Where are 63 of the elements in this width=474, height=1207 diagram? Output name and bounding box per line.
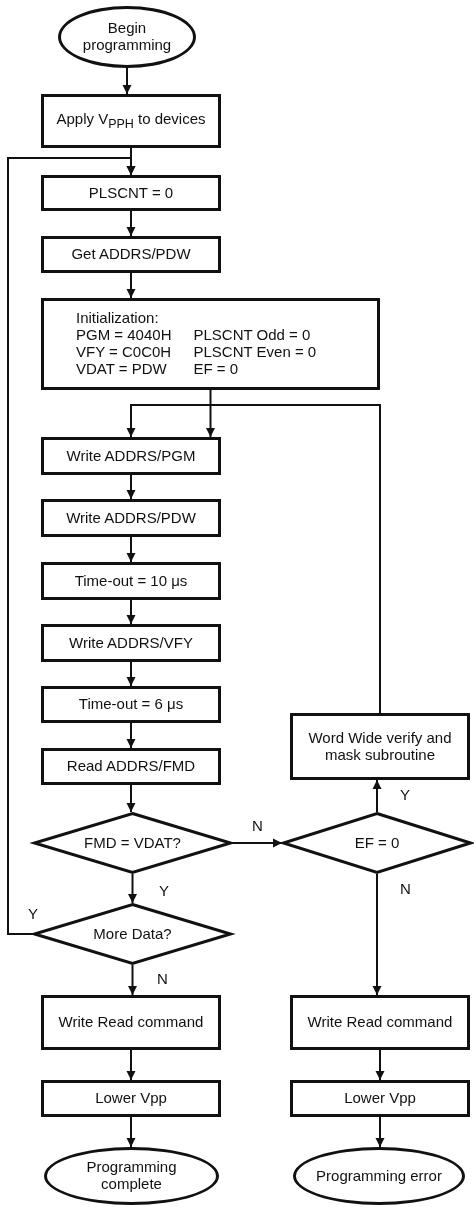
arrow: [126, 536, 136, 563]
process-box: [41, 236, 221, 273]
arrow: [126, 661, 136, 687]
arrow: [128, 964, 137, 996]
node-text: Programming complete: [85, 1159, 178, 1193]
arrow: [372, 779, 382, 813]
arrow: [126, 599, 136, 625]
arrow: [126, 404, 381, 714]
arrow: [206, 389, 215, 438]
node-text: Lower Vpp: [95, 1090, 167, 1107]
process-box: [41, 175, 221, 211]
node-text: VFY = C0C0H: [76, 344, 172, 361]
process-box: [41, 298, 380, 390]
node-text: Write Read command: [58, 1014, 204, 1031]
process-box: [290, 995, 470, 1050]
process-box: [41, 686, 221, 723]
process-box: [41, 499, 221, 537]
node-text: PGM = 4040H: [76, 327, 172, 344]
arrow: [126, 722, 136, 749]
process-box: [41, 437, 221, 475]
process-box: [41, 624, 221, 662]
node-text: Begin programming: [81, 20, 173, 54]
node-text: Write ADDRS/VFY: [69, 634, 193, 652]
arrow: [126, 210, 136, 237]
node-text: PLSCNT Even = 0: [193, 344, 317, 361]
arrow: [126, 1049, 136, 1081]
node-text: FMD = VDAT?: [84, 834, 181, 852]
arrow: [126, 1116, 136, 1148]
node-text: Programming error: [316, 1167, 442, 1185]
node-text: Write ADDRS/PGM: [66, 447, 196, 465]
arrow: [122, 67, 132, 95]
node-text: Write ADDRS/PDW: [66, 509, 196, 527]
arrow: [126, 272, 136, 299]
node-text: Write Read command: [307, 1014, 453, 1031]
arrow: [231, 838, 283, 848]
node-text: VDAT = PDW: [76, 360, 168, 378]
node-text: Read ADDRS/FMD: [66, 758, 196, 775]
node-text: Word Wide verify and mask subroutine: [307, 729, 453, 764]
arrow: [126, 784, 136, 813]
node-text: Lower Vpp: [344, 1090, 416, 1107]
arrow: [375, 1049, 385, 1081]
process-box: [41, 995, 221, 1050]
node-text: EF = 0: [354, 834, 400, 852]
process-box: [41, 1080, 221, 1117]
process-box: [41, 94, 221, 148]
process-box: [41, 562, 221, 600]
node-text: Get ADDRS/PDW: [71, 246, 191, 263]
arrow: [375, 1116, 385, 1148]
node-text: Time-out = 10 μs: [74, 572, 188, 590]
arrow: [126, 474, 136, 500]
node-text: More Data?: [93, 925, 172, 943]
arrow: [7, 157, 136, 935]
arrow: [128, 873, 137, 904]
node-text: PLSCNT Odd = 0: [193, 327, 312, 344]
node-text: Time-out = 6 μs: [78, 696, 184, 713]
process-box: [41, 748, 221, 785]
arrow: [372, 873, 382, 996]
process-box: [290, 713, 470, 780]
node-text: Initialization:: [76, 310, 159, 328]
process-box: [290, 1080, 470, 1117]
node-text: PLSCNT = 0: [88, 184, 174, 202]
node-text: EF = 0: [193, 360, 240, 378]
node-text: Apply V$_{PPH}$ to devices: [56, 111, 206, 131]
